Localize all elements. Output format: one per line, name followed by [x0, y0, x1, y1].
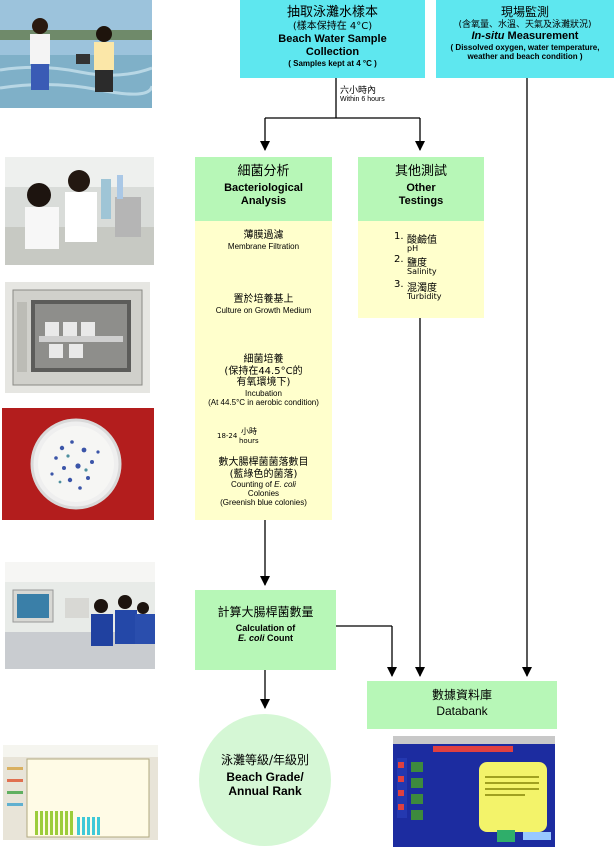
counting-en-1: Counting of E. coli [195, 480, 332, 489]
grade-zh: 泳灘等級/年級別 [220, 753, 310, 767]
collection-zh-sub: (樣本保持在 4°C) [292, 20, 373, 32]
incubation-zh-1: 細菌培養 [243, 354, 284, 365]
bacterio-zh: 細菌分析 [237, 164, 290, 179]
step-culture-medium: 置於培養基上 Culture on Growth Medium [195, 294, 332, 315]
other-item-3-en: Turbidity [407, 292, 442, 301]
collection-en-title-2: Collection [305, 46, 360, 59]
other-item-2-en: Salinity [407, 267, 437, 276]
ecoli-calculation-box: 計算大腸桿菌數量 Calculation of E. coli Count [195, 590, 336, 670]
other-testings-list: 1. 酸鹼值 pH 2. 鹽度 Salinity 3. 混濁度 Turbidit… [358, 221, 484, 318]
incubation-en-1: Incubation [245, 388, 282, 398]
grade-en-2: Annual Rank [228, 783, 302, 798]
counting-en-italic: E. coli [274, 480, 296, 489]
other-en-2: Testings [398, 194, 444, 207]
other-item-3-zh: 混濁度 [407, 283, 437, 294]
beach-chart-screenshot [3, 745, 158, 840]
bacterio-en-2: Analysis [240, 194, 287, 207]
other-item-1-num: 1. [394, 231, 404, 242]
insitu-en-rest: Measurement [504, 30, 579, 43]
calculation-zh: 計算大腸桿菌數量 [217, 605, 314, 619]
other-zh: 其他測試 [394, 164, 447, 179]
incubation-en-2: (At 44.5°C in aerobic condition) [208, 397, 319, 407]
bacteriological-analysis-box: 細菌分析 Bacteriological Analysis [195, 157, 332, 221]
step-2-en: Culture on Growth Medium [215, 305, 312, 315]
within-zh: 六小時內 [340, 86, 377, 96]
hours-en: hours [239, 437, 259, 445]
insitu-measurement-box: 現場監測 (含氧量、水溫、天氣及泳灘狀況) In-situ Measuremen… [436, 0, 614, 78]
step-1-en: Membrane Filtration [227, 241, 300, 251]
hours-range: 18-24 [217, 432, 238, 440]
petri-dish-photo [2, 408, 154, 520]
calculation-en-italic: E. coli [237, 633, 265, 644]
other-item-2-zh: 鹽度 [407, 258, 427, 269]
insitu-en-title: In-situ Measurement [436, 30, 614, 43]
step-2-zh: 置於培養基上 [233, 294, 294, 305]
beach-grade-circle: 泳灘等級/年級別 Beach Grade/ Annual Rank [199, 714, 331, 846]
beach-sampling-photo [0, 0, 152, 108]
other-testings-box: 其他測試 Other Testings [358, 157, 484, 221]
insitu-en-sub-2: weather and beach condition ) [467, 51, 583, 61]
step-incubation: 細菌培養 (保持在44.5°C的 有氧環境下) Incubation (At 4… [195, 354, 332, 407]
other-item-1-zh: 酸鹼值 [407, 235, 437, 246]
laboratory-photo [5, 157, 154, 265]
databank-en: Databank [436, 703, 488, 718]
counting-en-2: Colonies [247, 489, 280, 499]
counting-en-3: (Greenish blue colonies) [220, 498, 307, 508]
counting-en-pre: Counting of [231, 480, 275, 489]
databank-screenshot [393, 736, 555, 847]
incubation-zh-2: (保持在44.5°C的 [224, 365, 303, 377]
sample-collection-box: 抽取泳灘水樣本 (樣本保持在 4°C) Beach Water Sample C… [240, 0, 425, 78]
insitu-en-sub-1: ( Dissolved oxygen, water temperature, [450, 42, 600, 52]
incubation-zh-3: 有氧環境下) [236, 377, 291, 388]
counting-zh-1: 數大腸桿菌菌落數目 [218, 457, 309, 468]
calculation-en-1: Calculation of [235, 622, 296, 633]
bacteriological-steps-panel: 薄膜過濾 Membrane Filtration 置於培養基上 Culture … [195, 221, 332, 520]
insitu-zh-sub: (含氧量、水溫、天氣及泳灘狀況) [458, 19, 592, 30]
counting-zh-2: (藍綠色的菌落) [229, 468, 298, 480]
other-item-1-en: pH [407, 244, 419, 253]
within-en: Within 6 hours [340, 96, 385, 104]
collection-en-title-1: Beach Water Sample [278, 33, 387, 46]
within-six-hours-label: 六小時內 Within 6 hours [340, 86, 400, 104]
collection-en-sub: ( Samples kept at 4 °C ) [288, 58, 377, 68]
databank-zh: 數據資料庫 [431, 688, 492, 702]
step-membrane-filtration: 薄膜過濾 Membrane Filtration [195, 230, 332, 251]
bacterio-en-1: Bacteriological [224, 181, 303, 194]
other-en-1: Other [406, 181, 436, 194]
insitu-en-italic: In-situ [471, 30, 505, 43]
step-1-zh: 薄膜過濾 [243, 230, 284, 241]
collection-zh-title: 抽取泳灘水樣本 [286, 5, 378, 20]
databank-box: 數據資料庫 Databank [367, 681, 557, 729]
other-item-2-num: 2. [394, 254, 404, 265]
step-counting: 數大腸桿菌菌落數目 (藍綠色的菌落) Counting of E. coli C… [195, 457, 332, 508]
calculation-en-rest: Count [264, 633, 293, 644]
computer-room-photo [5, 562, 155, 669]
other-item-3-num: 3. [394, 279, 404, 290]
incubator-photo [5, 282, 150, 393]
insitu-zh-title: 現場監測 [500, 5, 549, 19]
calculation-en-2: E. coli Count [195, 633, 336, 643]
grade-en-1: Beach Grade/ [226, 769, 304, 784]
hours-zh: 小時 [241, 427, 257, 436]
